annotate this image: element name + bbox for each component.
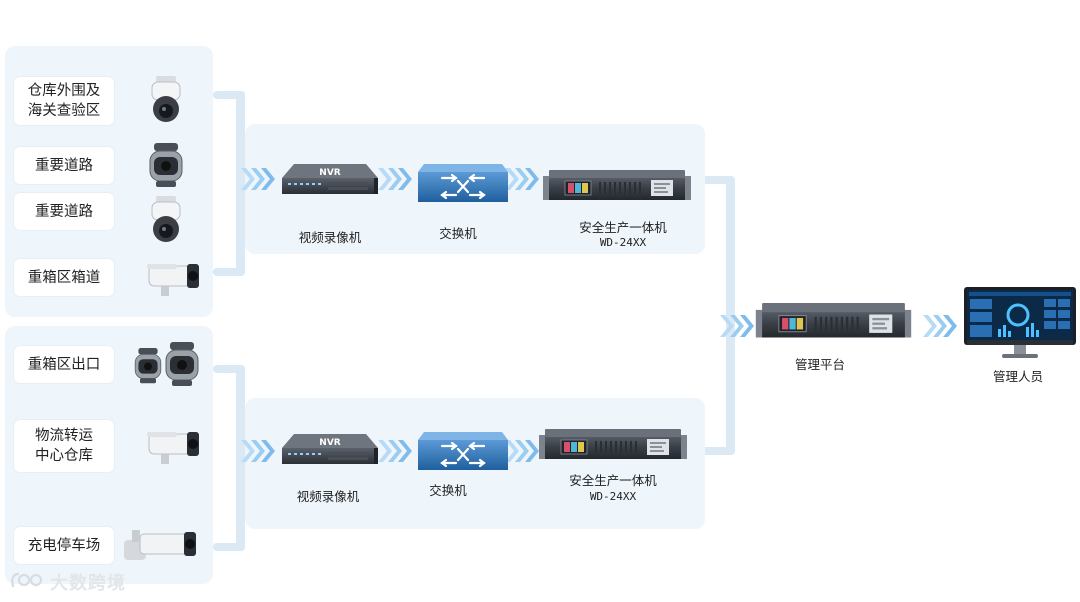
nvr-badge-text: NVR <box>319 168 340 178</box>
bullet-camera-icon <box>146 431 200 465</box>
connector <box>236 365 245 551</box>
nvr-label: 视频录像机 <box>298 230 362 245</box>
nvr-label: 视频录像机 <box>296 489 360 504</box>
long-bullet-camera-icon <box>123 529 197 561</box>
source-label-key-road-1: 重要道路 <box>14 147 114 184</box>
source-label-heavy-box-exit: 重箱区出口 <box>14 346 114 383</box>
rack-server-icon <box>538 428 688 460</box>
flow-arrow-icon <box>720 315 754 337</box>
rack-server-icon <box>542 169 692 201</box>
connector <box>213 365 245 373</box>
flow-arrow-icon <box>923 315 957 337</box>
source-label-key-road-2: 重要道路 <box>14 193 114 230</box>
flow-arrow-icon <box>378 168 412 190</box>
source-label-logistics-warehouse: 物流转运 中心仓库 <box>14 420 114 472</box>
connector <box>698 447 734 455</box>
connector <box>213 91 245 99</box>
nvr-badge-text: NVR <box>319 438 340 448</box>
bullet-camera-icon <box>146 263 200 297</box>
connector <box>213 543 245 551</box>
network-switch-icon <box>416 430 510 472</box>
speed-dome-camera-icon <box>151 75 181 123</box>
source-label-heavy-box-lane: 重箱区箱道 <box>14 259 114 296</box>
flow-arrow-icon <box>241 168 275 190</box>
management-platform-server-icon <box>755 302 912 339</box>
switch-label: 交换机 <box>439 226 477 241</box>
connector <box>236 91 245 276</box>
source-label-charging-parking: 充电停车场 <box>14 527 114 564</box>
server-model: WD-24XX <box>599 236 647 249</box>
nvr-device-icon: NVR <box>282 164 378 194</box>
watermark-logo-icon <box>11 572 43 588</box>
operator-label: 管理人员 <box>992 369 1043 384</box>
connector <box>698 176 734 184</box>
switch-label: 交换机 <box>429 483 467 498</box>
source-label-warehouse-perimeter: 仓库外围及 海关查验区 <box>14 77 114 125</box>
dual-ptz-camera-icon <box>134 341 199 387</box>
network-switch-icon <box>416 162 510 204</box>
monitor-dashboard-icon <box>962 285 1078 360</box>
server-label: 安全生产一体机 <box>579 220 667 235</box>
ptz-dome-camera-icon <box>149 142 183 188</box>
server-label: 安全生产一体机 <box>569 473 657 488</box>
watermark-text: 大数跨境 <box>50 573 126 594</box>
nvr-device-icon: NVR <box>282 434 378 464</box>
server-model: WD-24XX <box>589 490 637 503</box>
flow-arrow-icon <box>378 440 412 462</box>
platform-label: 管理平台 <box>794 357 845 372</box>
flow-arrow-icon <box>241 440 275 462</box>
speed-dome-camera-icon <box>151 195 181 243</box>
connector <box>213 268 245 276</box>
